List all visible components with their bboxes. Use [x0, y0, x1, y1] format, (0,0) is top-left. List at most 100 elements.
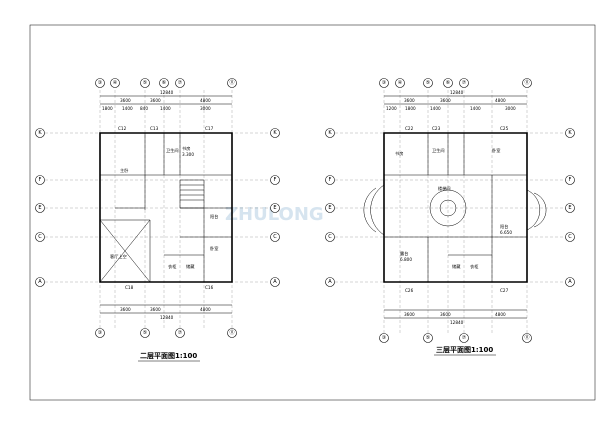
dimension-label: 1400 [122, 106, 133, 111]
second-floor-plan: 12840 3600 3600 4800 1800 1400 840 1400 … [35, 78, 280, 362]
room-label: 客厅上空 [110, 253, 127, 260]
dimension-label: 3600 [150, 307, 161, 312]
room-label: 书房 [395, 150, 403, 157]
grid-lines [325, 90, 575, 335]
axis-bubbles-top: ③ ④ ⑤ ⑥ ⑦ ⑪ [379, 78, 532, 88]
dimension-label: 4800 [200, 98, 211, 103]
axis-bubble-label: E [38, 205, 41, 211]
window-tag: C22 [405, 126, 414, 131]
interior-walls [100, 133, 232, 282]
exterior-walls [99, 132, 233, 283]
dimension-label: 1400 [160, 106, 171, 111]
dimension-label: 4800 [495, 98, 506, 103]
room-label: 衣柜 [168, 263, 176, 270]
dimension-label: 1800 [405, 106, 416, 111]
dimension-label: 3000 [200, 106, 211, 111]
axis-bubble-label: C [328, 234, 332, 240]
axis-bubble-label: ③ [98, 330, 102, 336]
axis-bubble-label: K [328, 130, 332, 136]
axis-bubble-label: K [273, 130, 277, 136]
interior-walls [384, 133, 527, 282]
watermark-text: ZHULONG [225, 204, 324, 225]
axis-bubble-label: K [568, 130, 572, 136]
axis-bubble-label: ③ [98, 80, 102, 86]
axis-bubbles-side: K F E C A K F E C A [35, 128, 280, 287]
axis-bubble-label: ③ [382, 335, 386, 341]
axis-bubble-label: ③ [382, 80, 386, 86]
void-cross [99, 219, 151, 283]
axis-bubble-label: ⑪ [524, 334, 529, 341]
axis-bubble-label: ⑦ [462, 80, 467, 86]
stair [179, 179, 205, 209]
dimension-label: 3600 [404, 98, 415, 103]
axis-bubble-label: C [568, 234, 572, 240]
axis-bubble-label: ⑦ [462, 335, 467, 341]
axis-bubble-label: ⑤ [143, 80, 147, 86]
dimension-label: 3600 [120, 98, 131, 103]
axis-bubble-label: ⑦ [178, 330, 183, 336]
axis-bubble-label: ⑪ [229, 79, 234, 86]
sheet-border [29, 24, 596, 401]
window-tag: C13 [150, 126, 159, 131]
room-labels: 卫生间 书房 卧室 露台 6.800 阳台 6.650 储藏 衣柜 楼梯间 [395, 147, 512, 270]
overall-dimension: 12840 [160, 90, 174, 95]
overall-dimension: 12840 [450, 90, 464, 95]
room-label: 主卧 [120, 167, 128, 174]
axis-bubbles-bottom: ③ ⑤ ⑦ ⑪ [379, 333, 532, 343]
axis-bubble-label: A [328, 279, 332, 285]
axis-bubble-label: F [569, 177, 572, 183]
bottom-dimensions: 3600 3600 4800 12840 [100, 304, 232, 320]
room-label: 储藏 [452, 263, 461, 270]
bottom-dimensions: 3600 3600 4800 12840 [384, 309, 527, 325]
axis-bubble-label: C [38, 234, 42, 240]
window-tag: C17 [205, 126, 214, 131]
axis-bubble-label: E [273, 205, 276, 211]
dimension-label: 1800 [102, 106, 113, 111]
plan-title: 三层平面图1:100 [436, 345, 493, 354]
overall-dimension: 12840 [450, 320, 464, 325]
window-tag: C23 [432, 126, 441, 131]
axis-bubble-label: ⑪ [524, 79, 529, 86]
axis-bubbles-side: K F E C A K F E C A [325, 128, 575, 287]
axis-bubble-label: F [329, 177, 332, 183]
dimension-label: 4800 [200, 307, 211, 312]
room-area: 6.650 [500, 230, 512, 235]
third-floor-plan: 12840 3600 3600 4800 1200 1800 1400 1400… [325, 78, 575, 356]
window-tag: C16 [205, 285, 214, 290]
dimension-label: 3600 [440, 98, 451, 103]
room-label: 阳台 [210, 213, 218, 220]
room-area: 6.800 [400, 257, 412, 262]
axis-bubble-label: ⑪ [229, 329, 234, 336]
axis-bubble-label: A [568, 279, 572, 285]
axis-bubble-label: ⑤ [143, 330, 147, 336]
window-tag: C27 [500, 288, 509, 293]
curved-stair [363, 184, 547, 236]
room-label: 卫生间 [166, 147, 179, 154]
room-labels: 卫生间 书房 3.300 主卧 客厅上空 阳台 卧室 衣柜 储藏 [110, 145, 218, 270]
top-dimensions: 12840 3600 3600 4800 1800 1400 840 1400 … [100, 90, 232, 111]
room-area: 3.300 [182, 152, 194, 157]
top-dimensions: 12840 3600 3600 4800 1200 1800 1400 1400… [384, 90, 527, 111]
dimension-label: 1400 [430, 106, 441, 111]
axis-bubble-label: ⑤ [426, 335, 430, 341]
dimension-label: 3600 [150, 98, 161, 103]
room-label: 阳台 [500, 223, 508, 230]
axis-bubble-label: A [273, 279, 277, 285]
axis-bubbles-bottom: ③ ⑤ ⑦ ⑪ [95, 328, 237, 338]
axis-bubble-label: F [274, 177, 277, 183]
window-tags: C12 C13 C17 C18 C16 [118, 126, 214, 290]
axis-bubble-label: ⑥ [162, 80, 167, 86]
room-label: 卧室 [210, 245, 218, 252]
window-tag: C25 [500, 126, 509, 131]
dimension-label: 3600 [120, 307, 131, 312]
overall-dimension: 12840 [160, 315, 174, 320]
axis-bubble-label: ⑥ [446, 80, 451, 86]
axis-bubble-label: ⑦ [178, 80, 183, 86]
plan-title: 二层平面图1:100 [140, 351, 197, 360]
dimension-label: 4800 [495, 312, 506, 317]
dimension-label: 1400 [470, 106, 481, 111]
room-label: 储藏 [186, 263, 195, 270]
window-tag: C12 [118, 126, 127, 131]
